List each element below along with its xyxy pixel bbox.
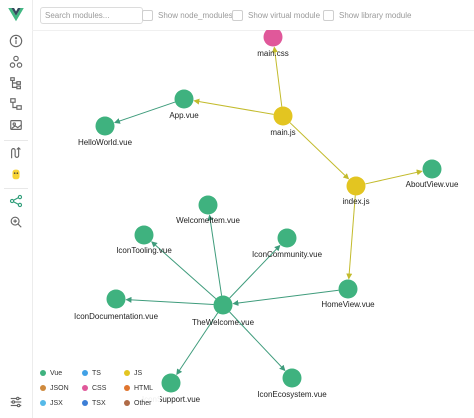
graph-node-label: IconSupport.vue xyxy=(142,395,201,404)
legend-dot xyxy=(82,385,88,391)
graph-edge xyxy=(113,101,176,124)
legend-item-other: Other xyxy=(124,398,152,408)
legend-item-tsx: TSX xyxy=(82,398,106,408)
assets-icon[interactable] xyxy=(6,115,26,135)
graph-edge xyxy=(289,122,350,180)
legend-item-json: JSON xyxy=(40,383,69,393)
pages-icon[interactable] xyxy=(6,94,26,114)
graph-edge xyxy=(271,46,283,107)
checkbox-label: Show node_modules xyxy=(158,10,233,20)
legend-dot xyxy=(124,385,130,391)
legend-label: Vue xyxy=(50,369,63,377)
graph-node-docs[interactable] xyxy=(106,289,126,309)
legend-label: Other xyxy=(134,399,152,407)
show-library-module-checkbox[interactable]: Show library module xyxy=(323,9,411,21)
graph-node-label: IconTooling.vue xyxy=(116,246,172,255)
graph-edge xyxy=(229,244,281,299)
legend-dot xyxy=(124,370,130,376)
legend-label: TSX xyxy=(92,399,106,407)
graph-node-support[interactable] xyxy=(161,373,181,393)
legend-dot xyxy=(40,370,46,376)
checkbox-label: Show virtual module xyxy=(248,10,321,20)
graph-node-label: HomeView.vue xyxy=(321,300,375,309)
legend-item-jsx: JSX xyxy=(40,398,63,408)
legend-label: JSX xyxy=(50,399,63,407)
graph-edges xyxy=(113,46,423,376)
legend-item-css: CSS xyxy=(82,383,106,393)
show-virtual-module-checkbox[interactable]: Show virtual module xyxy=(232,9,320,21)
graph-icon[interactable] xyxy=(6,191,26,211)
legend-dot xyxy=(82,400,88,406)
graph-edge xyxy=(151,241,217,300)
settings-icon[interactable] xyxy=(6,392,26,412)
checkbox-label: Show library module xyxy=(339,10,412,20)
graph-node-index[interactable] xyxy=(346,176,366,196)
graph-node-home[interactable] xyxy=(338,279,358,299)
sidebar xyxy=(0,0,33,418)
graph-node-label: App.vue xyxy=(169,111,199,120)
graph-node-label: main.css xyxy=(257,49,289,58)
graph-edge xyxy=(346,195,356,280)
graph-edge xyxy=(365,169,423,185)
show-node-modules-checkbox[interactable]: Show node_modules xyxy=(142,9,233,21)
graph-node-community[interactable] xyxy=(277,228,297,248)
legend-dot xyxy=(124,400,130,406)
graph-node-main-css[interactable] xyxy=(263,30,283,47)
graph-node-label: HelloWorld.vue xyxy=(78,138,133,147)
info-icon[interactable] xyxy=(6,31,26,51)
routes-icon[interactable] xyxy=(6,143,26,163)
legend-dot xyxy=(40,385,46,391)
legend-dot xyxy=(82,370,88,376)
graph-node-label: AboutView.vue xyxy=(406,180,459,189)
checkbox-box[interactable] xyxy=(142,9,153,21)
checkbox-box[interactable] xyxy=(323,9,334,21)
vue-logo-icon[interactable] xyxy=(6,5,26,25)
graph-node-label: WelcomeItem.vue xyxy=(176,216,240,225)
graph-node-label: IconEcosystem.vue xyxy=(257,390,327,399)
graph-node-ecosystem[interactable] xyxy=(282,368,302,388)
graph-node-app[interactable] xyxy=(174,89,194,109)
graph-node-main-js[interactable] xyxy=(273,106,293,126)
graph-edge xyxy=(229,311,286,372)
graph-node-witem[interactable] xyxy=(198,195,218,215)
graph-edge xyxy=(125,296,214,305)
legend-label: CSS xyxy=(92,384,107,392)
graph-node-label: index.js xyxy=(342,197,369,206)
legend-label: JS xyxy=(134,369,143,377)
legend-label: TS xyxy=(92,369,101,377)
legend-dot xyxy=(40,400,46,406)
graph-node-label: IconDocumentation.vue xyxy=(74,312,159,321)
legend-item-js: JS xyxy=(124,368,142,378)
graph-node-tooling[interactable] xyxy=(134,225,154,245)
graph-edge xyxy=(193,98,274,115)
checkbox-box[interactable] xyxy=(232,9,243,21)
graph-edge xyxy=(207,214,223,296)
components-icon[interactable] xyxy=(6,52,26,72)
legend: Vue TS JS JSON CSS HTML JSX TSX Other xyxy=(36,365,160,415)
legend-label: HTML xyxy=(134,384,154,392)
graph-node-hello[interactable] xyxy=(95,116,115,136)
graph-node-welcome[interactable] xyxy=(213,295,233,315)
legend-item-vue: Vue xyxy=(40,368,62,378)
toolbar: Show node_modules Show virtual module Sh… xyxy=(32,0,474,31)
graph-edge xyxy=(176,312,219,376)
legend-item-html: HTML xyxy=(124,383,153,393)
graph-edge xyxy=(232,289,339,307)
graph-node-label: IconCommunity.vue xyxy=(252,250,323,259)
tree-icon[interactable] xyxy=(6,73,26,93)
graph-node-about[interactable] xyxy=(422,159,442,179)
inspect-icon[interactable] xyxy=(6,212,26,232)
graph-node-label: main.js xyxy=(270,128,295,137)
legend-item-ts: TS xyxy=(82,368,101,378)
graph-node-label: TheWelcome.vue xyxy=(192,318,255,327)
legend-label: JSON xyxy=(50,384,69,392)
search-input[interactable] xyxy=(40,7,143,24)
pinia-icon[interactable] xyxy=(6,164,26,184)
